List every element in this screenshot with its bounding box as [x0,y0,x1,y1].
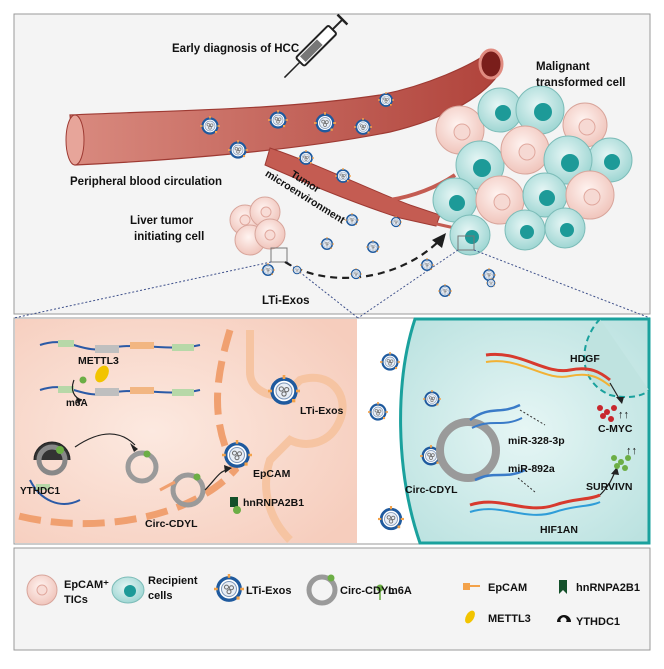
zoom-box-left [270,247,288,263]
label-mir892: miR-892a [508,463,555,475]
legend-ythdc1-icon [557,615,571,622]
legend-hnrnpa2b1: hnRNPA2B1 [576,582,640,594]
legend-circ-cdyl-icon [306,574,338,606]
legend-m6a: m6A [388,585,412,597]
label-malignant-1: Malignant [536,61,590,73]
label-ythdc1: YTHDC1 [20,486,60,497]
legend-recipient-1: Recipient [148,575,198,587]
label-survivn: SURVIVN [586,481,633,493]
cmyc-dots [597,405,617,422]
label-mettl3: METTL3 [78,355,119,367]
left-detail-panel [14,319,357,543]
label-liver-1: Liver tumor [130,215,194,227]
circ-cdyl-ring [436,418,500,482]
label-cmyc-arrows: ↑↑ [618,409,629,421]
hnrnpa2b1-icon [230,497,238,507]
label-mir328: miR-328-3p [508,435,565,447]
label-hnrnpa2b1: hnRNPA2B1 [243,497,304,509]
legend-lti-exos: LTi-Exos [246,585,291,597]
label-hdgf: HDGF [570,353,600,365]
label-circ-cdyl-right: Circ-CDYL [405,484,458,496]
zoom-box-right [457,235,475,251]
label-malignant-2: transformed cell [536,77,625,89]
label-survivn-arrows: ↑↑ [626,445,637,457]
label-circ-cdyl-left: Circ-CDYL [145,518,198,530]
legend-hnrnpa2b1-icon [559,580,567,594]
mettl3-icon [95,365,109,383]
label-early-diagnosis: Early diagnosis of HCC [172,43,299,55]
nuclear-membrane [14,328,240,527]
label-liver-2: initiating cell [134,231,204,243]
label-lti-exos-panel: LTi-Exos [300,405,344,417]
legend-circ-cdyl: Circ-CDYL [340,585,395,597]
label-m6a: m6A [66,398,88,409]
legend-mettl3-icon [465,610,475,624]
legend-recipient-2: cells [148,590,172,602]
survivn-dots [611,455,631,471]
legend-mettl3: METTL3 [488,613,531,625]
legend-epcam-icon [463,583,470,590]
transport-arrow [284,239,441,279]
legend-epcam: EpCAM [488,582,527,594]
label-peripheral: Peripheral blood circulation [70,176,222,188]
circ-cdyl-cytoplasm [170,472,206,508]
label-epcam: EpCAM [253,468,291,480]
liver-tumor-initiating-cells [229,196,286,256]
circ-cdyl-nuclear [125,450,159,484]
legend [26,574,571,624]
m6a-icon [79,376,87,384]
label-lti-exos-top: LTi-Exos [262,295,310,307]
legend-tics-2: TICs [64,594,88,606]
label-hif1an: HIF1AN [540,524,578,536]
legend-ythdc1: YTHDC1 [576,616,620,628]
legend-m6a-icon [376,584,384,592]
malignant-tumor-cluster [432,85,633,256]
label-cmyc: C-MYC [598,423,633,435]
legend-tics-1: EpCAM⁺ [64,579,109,591]
syringe-icon [283,13,349,79]
right-detail-panel [359,317,651,545]
